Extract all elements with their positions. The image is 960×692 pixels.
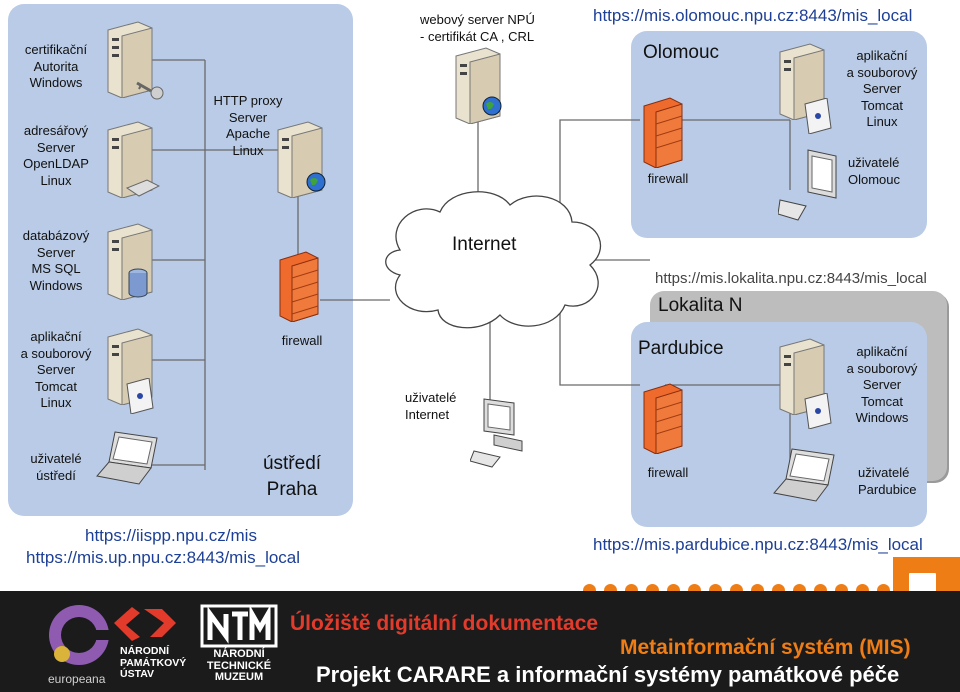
lokalita-url[interactable]: https://mis.lokalita.npu.cz:8443/mis_loc…: [655, 270, 927, 287]
footer-bar: [0, 591, 960, 692]
ntm-logo: [200, 604, 278, 648]
hq-name: ústředí Praha: [262, 453, 322, 500]
pardubice-firewall-label: firewall: [647, 465, 689, 480]
footer-title-3: Projekt CARARE a informační systémy pamá…: [316, 662, 900, 687]
pardubice-url[interactable]: https://mis.pardubice.npu.cz:8443/mis_lo…: [593, 535, 923, 554]
firewall-icon: [279, 251, 319, 322]
document-icon: [126, 378, 154, 414]
olomouc-url[interactable]: https://mis.olomouc.npu.cz:8443/mis_loca…: [593, 6, 913, 25]
document-icon: [804, 98, 832, 134]
hq-url-2[interactable]: https://mis.up.npu.cz:8443/mis_local: [26, 548, 301, 567]
laptop-icon: [96, 431, 158, 485]
server-icon: [107, 121, 153, 198]
pardubice-name: Pardubice: [638, 338, 724, 359]
pardubice-server-label: aplikační a souborový Server Tomcat Wind…: [846, 344, 918, 425]
keyboard-icon: [125, 179, 160, 197]
hq-firewall-label: firewall: [281, 333, 323, 348]
footer-title-2: Metainformační systém (MIS): [620, 636, 911, 659]
proxy-server-label: HTTP proxy Server Apache Linux: [213, 93, 283, 158]
pardubice-users-label: uživatelé Pardubice: [858, 465, 917, 497]
database-icon: [128, 268, 148, 298]
document-icon: [804, 393, 832, 429]
web-server-label: webový server NPÚ - certifikát CA , CRL: [420, 12, 535, 44]
olomouc-users-label: uživatelé Olomouc: [848, 155, 901, 187]
cloud-icon: [385, 191, 602, 329]
ntm-logo-text: NÁRODNÍ TECHNICKÉ MUZEUM: [206, 648, 272, 683]
npu-logo: [114, 607, 176, 641]
globe-icon: [306, 172, 326, 192]
lokalita-name: Lokalita N: [658, 295, 743, 316]
firewall-icon: [643, 383, 683, 454]
internet-label: Internet: [452, 234, 517, 255]
monitor-icon: [778, 149, 837, 221]
hq-server-label-app: aplikační a souborový Server Tomcat Linu…: [20, 329, 92, 410]
globe-icon: [482, 96, 502, 116]
footer-title-1: Úložiště digitální dokumentace: [290, 612, 599, 635]
hq-url-1[interactable]: https://iispp.npu.cz/mis: [85, 526, 257, 545]
laptop-icon: [773, 448, 835, 502]
server-icon: [107, 21, 153, 98]
olomouc-server-label: aplikační a souborový Server Tomcat Linu…: [846, 48, 918, 129]
internet-users-label: uživatelé Internet: [405, 390, 457, 422]
desktop-icon: [470, 398, 523, 468]
hq-server-label-ldap: adresářový Server OpenLDAP Linux: [23, 123, 89, 188]
olomouc-name: Olomouc: [643, 42, 720, 63]
hq-server-label-sql: databázový Server MS SQL Windows: [22, 228, 90, 293]
olomouc-firewall-label: firewall: [647, 171, 689, 186]
europeana-logo-text: europeana: [48, 672, 106, 686]
npu-logo-text: NÁRODNÍ PAMÁTKOVÝ ÚSTAV: [120, 645, 187, 680]
key-icon: [136, 81, 164, 100]
firewall-icon: [643, 97, 683, 168]
hq-users-label: uživatelé ústředí: [30, 451, 82, 483]
europeana-logo: [49, 605, 111, 665]
hq-server-label-ca: certifikační Autorita Windows: [24, 42, 88, 90]
